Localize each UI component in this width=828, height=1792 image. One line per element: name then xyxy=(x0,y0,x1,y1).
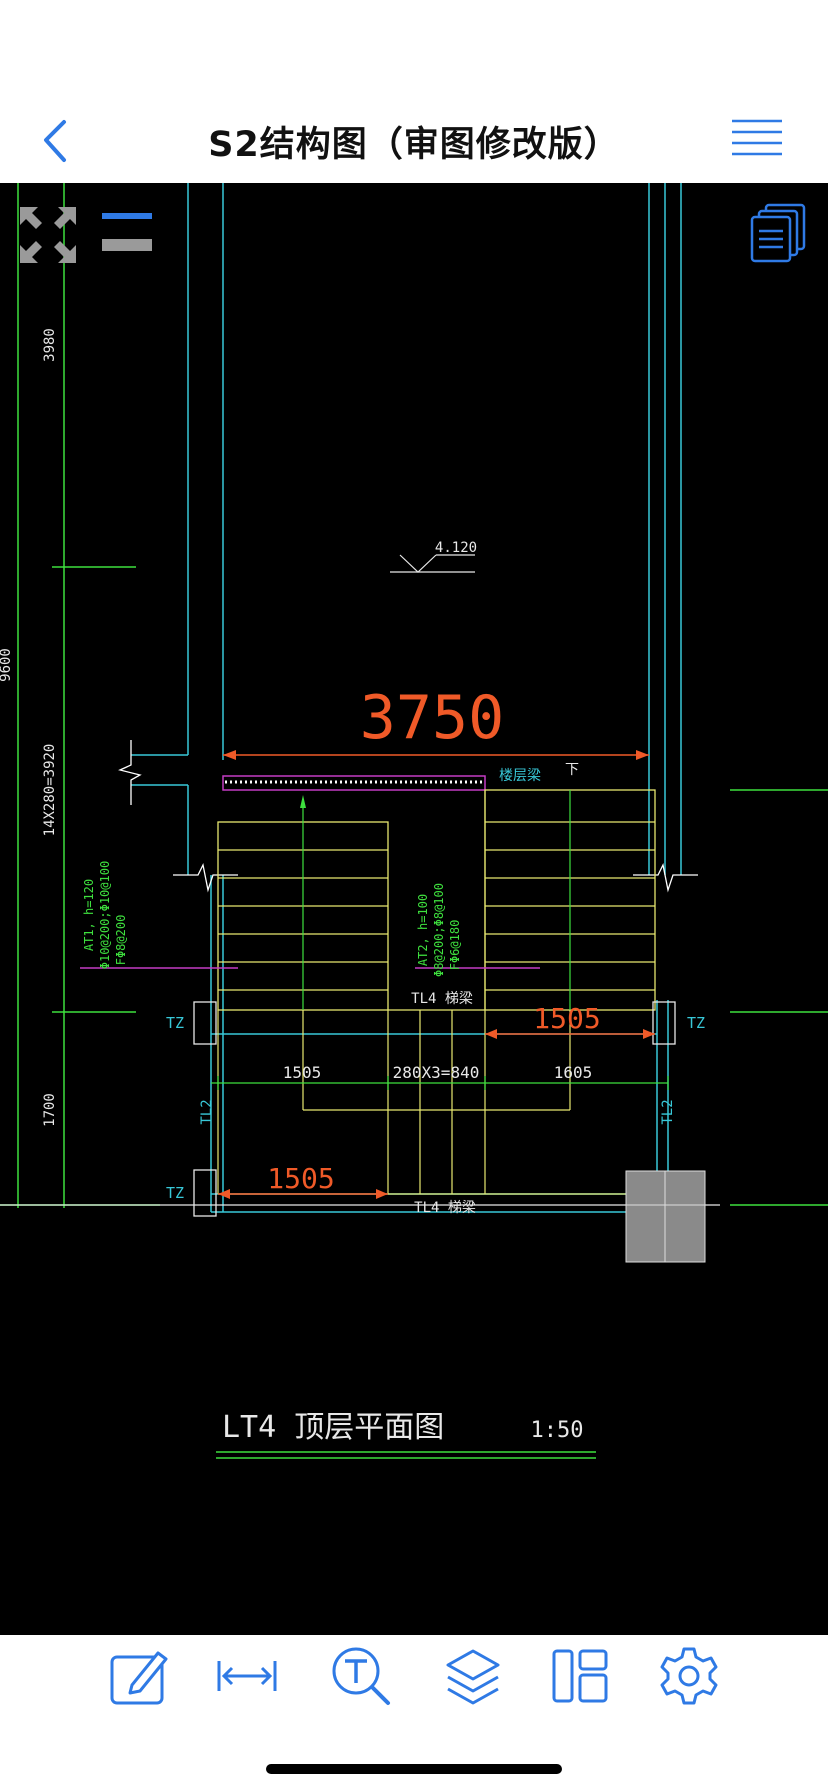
dim-280x3: 280X3=840 xyxy=(393,1063,480,1082)
hamburger-menu-icon xyxy=(732,119,782,156)
tz-label-2: TZ xyxy=(166,1184,184,1202)
floor-beam-label: 楼层梁 xyxy=(499,768,541,784)
dim-1605: 1605 xyxy=(554,1063,593,1082)
drawing-caption: LT4 顶层平面图 xyxy=(222,1410,444,1445)
back-button[interactable] xyxy=(38,118,78,164)
gear-icon xyxy=(660,1647,718,1705)
panel-layout-button[interactable] xyxy=(550,1645,612,1707)
expand-arrows-icon xyxy=(20,207,76,263)
chevron-left-icon xyxy=(44,120,66,162)
at2-line-3: FΦ6@180 xyxy=(448,920,462,971)
navigation-bar: S2结构图（审图修改版） xyxy=(0,0,828,183)
tz-label-1: TZ xyxy=(166,1014,184,1032)
annotate-button[interactable] xyxy=(108,1645,170,1707)
drawing-scale: 1:50 xyxy=(531,1418,584,1443)
measure-arrows-icon xyxy=(217,1661,277,1691)
layers-icon xyxy=(446,1649,500,1705)
page-title: S2结构图（审图修改版） xyxy=(208,125,620,165)
tl2-label-left: TL2 xyxy=(199,1099,215,1124)
at2-line-2: Φ8@200;Φ8@100 xyxy=(432,883,446,977)
tl2-label-right: TL2 xyxy=(660,1099,676,1124)
measure-button[interactable] xyxy=(216,1645,278,1707)
tz-label-3: TZ xyxy=(687,1014,705,1032)
pages-button[interactable] xyxy=(750,203,810,263)
home-indicator[interactable] xyxy=(266,1764,562,1774)
drawing-canvas[interactable]: 3750 1505 1505 1505 280X3=840 1605 4.120… xyxy=(0,183,828,1635)
panel-layout-icon xyxy=(552,1649,608,1703)
split-view-icon xyxy=(102,213,152,251)
menu-button[interactable] xyxy=(730,118,784,158)
dim-1505-left: 1505 xyxy=(267,1162,334,1195)
v-dim-9600: 9600 xyxy=(0,648,14,682)
tl4-upper-label: TL4 梯梁 xyxy=(411,991,473,1007)
tl4-lower-label: TL4 梯梁 xyxy=(414,1200,476,1216)
text-search-button[interactable] xyxy=(330,1645,392,1707)
pencil-edit-icon xyxy=(110,1651,168,1705)
at1-line-3: FΦ8@200 xyxy=(114,915,128,966)
elevation-label: 4.120 xyxy=(435,540,477,556)
layers-button[interactable] xyxy=(442,1645,504,1707)
text-search-icon xyxy=(332,1647,390,1705)
settings-button[interactable] xyxy=(658,1645,720,1707)
at1-line-2: Φ10@200;Φ10@100 xyxy=(98,861,112,969)
split-view-button[interactable] xyxy=(100,211,156,257)
v-dim-1700: 1700 xyxy=(42,1093,58,1127)
cad-drawing: 3750 1505 1505 1505 280X3=840 1605 4.120… xyxy=(0,183,828,1459)
dim-1505-green: 1505 xyxy=(283,1063,322,1082)
pages-stack-icon xyxy=(750,203,806,263)
at2-line-1: AT2, h=100 xyxy=(416,894,430,966)
v-dim-14x280: 14X280=3920 xyxy=(42,744,58,837)
dim-1505-right: 1505 xyxy=(533,1002,600,1035)
dim-3750: 3750 xyxy=(360,683,505,753)
down-label: 下 xyxy=(565,762,579,778)
at1-line-1: AT1, h=120 xyxy=(82,879,96,951)
fullscreen-button[interactable] xyxy=(16,203,80,267)
v-dim-3980: 3980 xyxy=(42,328,58,362)
